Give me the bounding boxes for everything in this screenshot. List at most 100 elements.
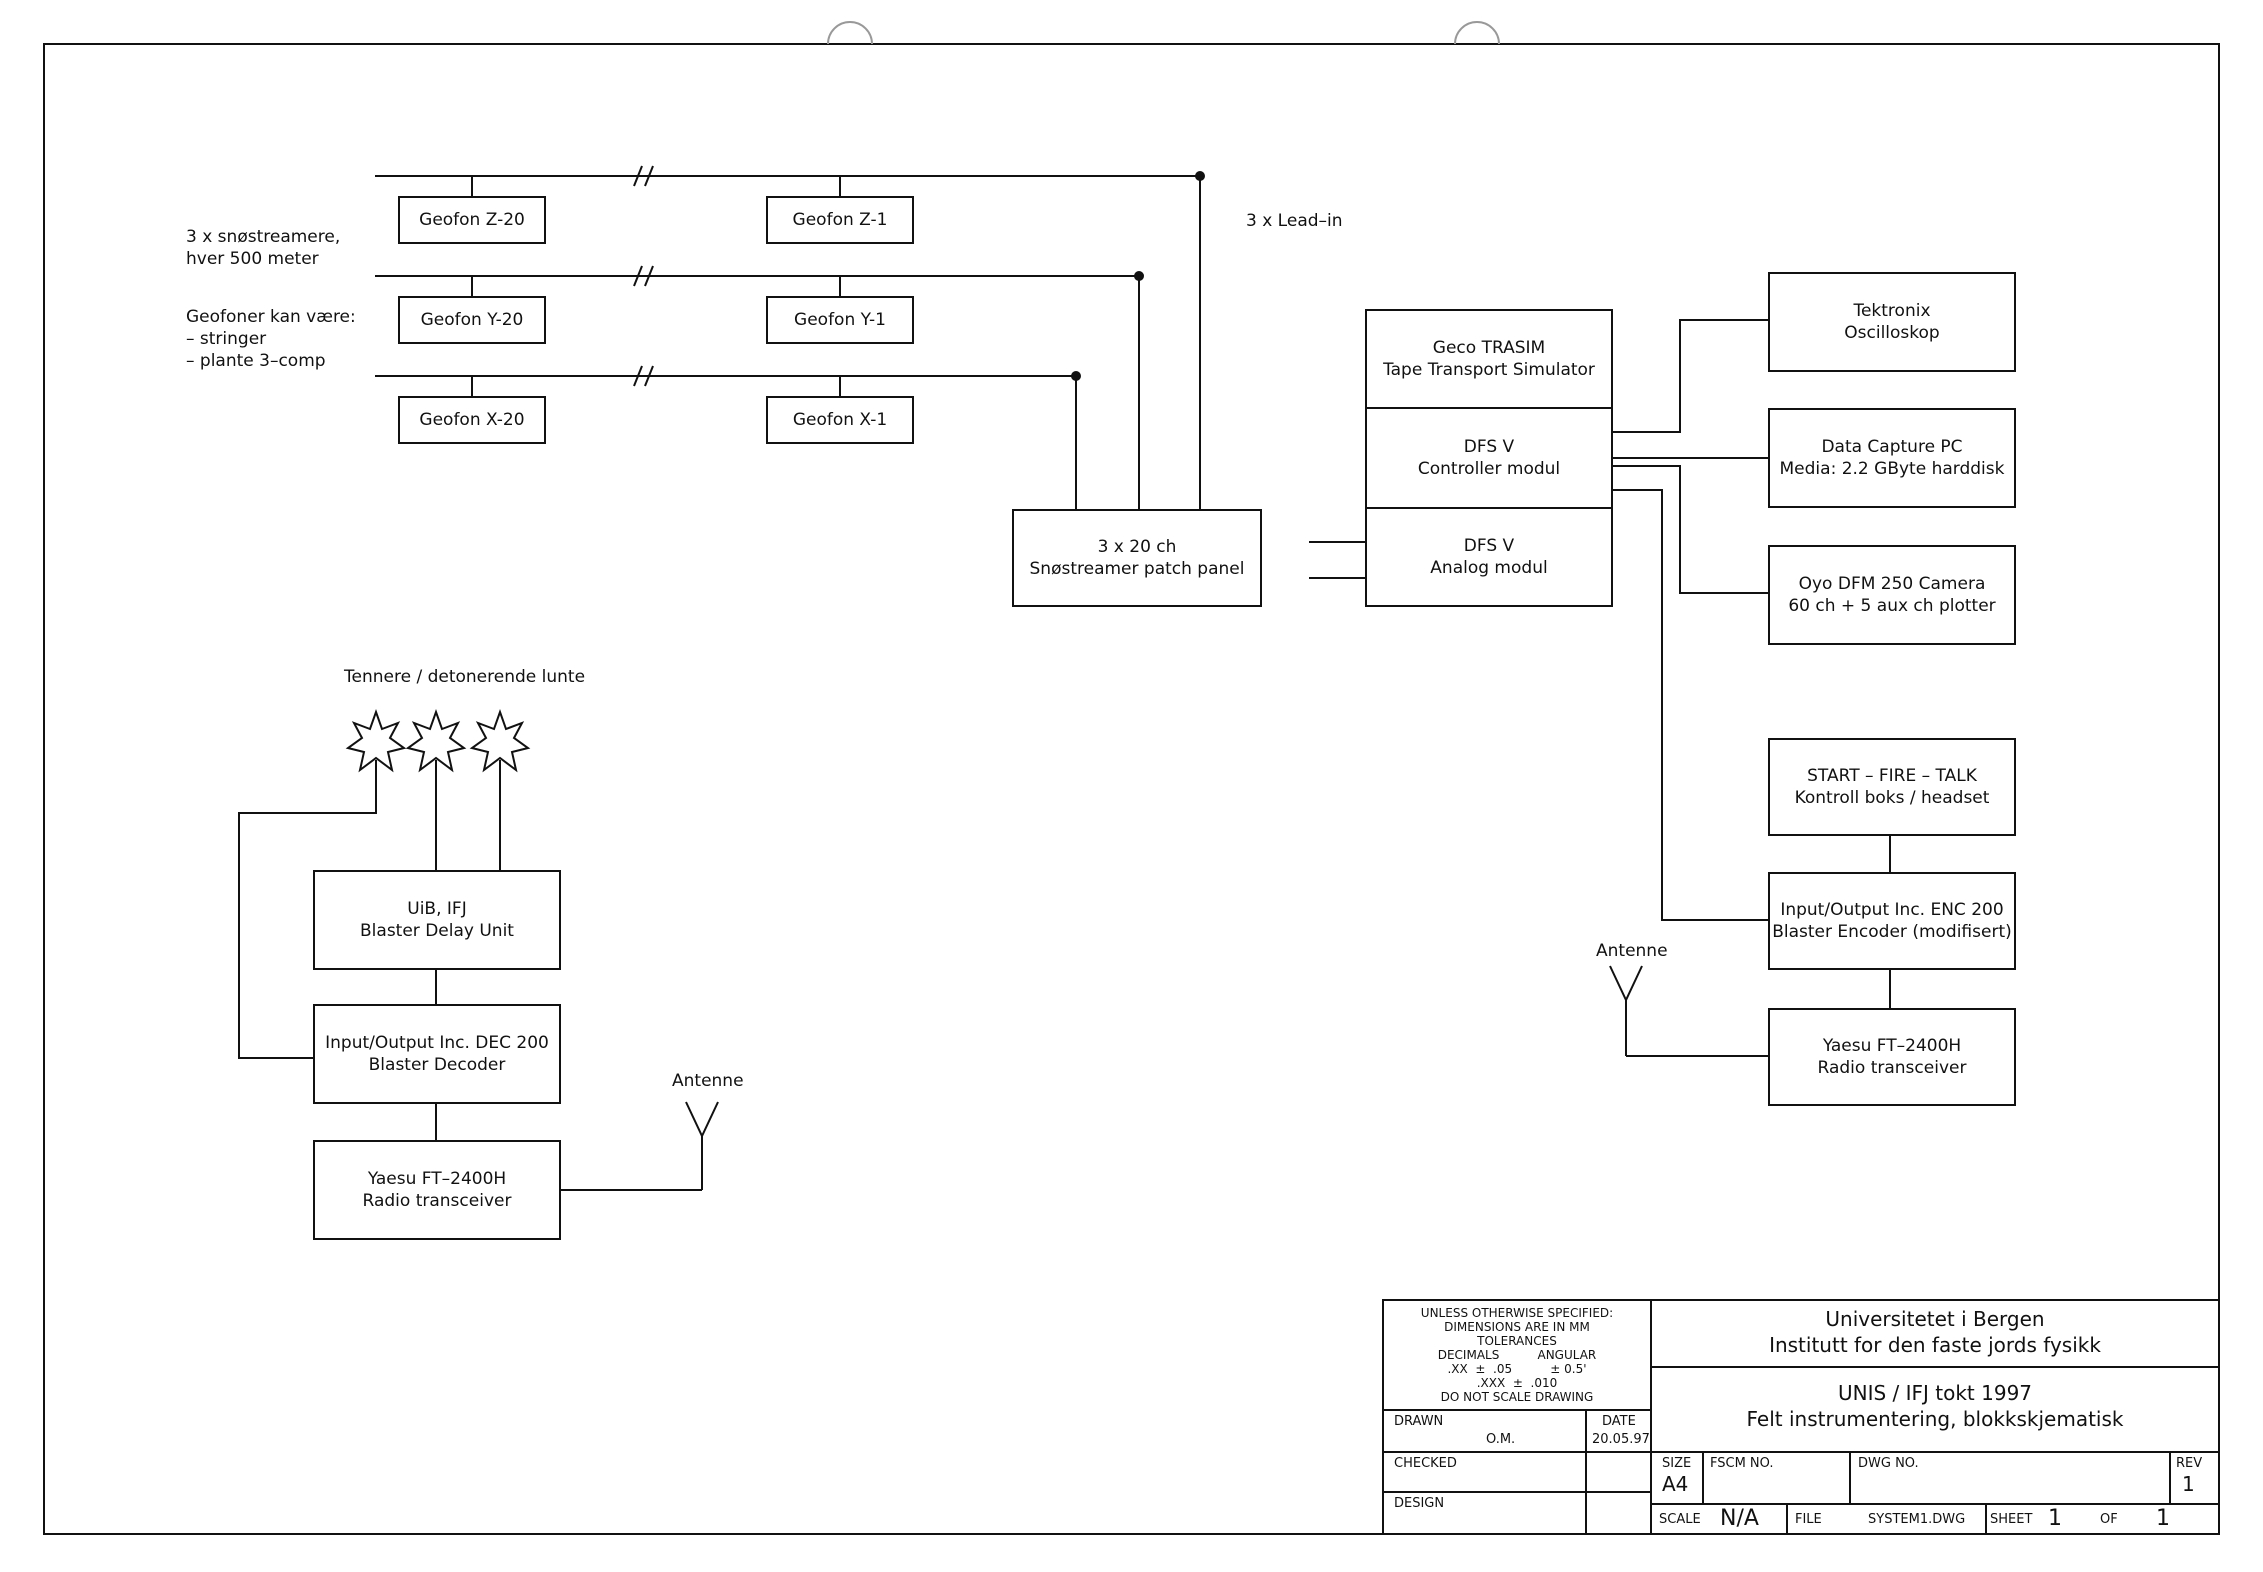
radio-left-box: Yaesu FT–2400H Radio transceiver: [313, 1140, 561, 1240]
startfire-line2: Kontroll boks / headset: [1794, 788, 1990, 808]
oyo-box: Oyo DFM 250 Camera 60 ch + 5 aux ch plot…: [1768, 545, 2016, 645]
dwg-label: DWG NO.: [1858, 1456, 1919, 1471]
delay-unit-box: UiB, IFJ Blaster Delay Unit: [313, 870, 561, 970]
controller-box: DFS V Controller modul: [1365, 407, 1613, 509]
tolerance-spec: UNLESS OTHERWISE SPECIFIED: DIMENSIONS A…: [1388, 1306, 1646, 1404]
controller-line2: Controller modul: [1417, 459, 1561, 479]
encoder-box: Input/Output Inc. ENC 200 Blaster Encode…: [1768, 872, 2016, 970]
decoder-box: Input/Output Inc. DEC 200 Blaster Decode…: [313, 1004, 561, 1104]
encoder-line1: Input/Output Inc. ENC 200: [1780, 900, 2004, 920]
detonator-star-2: [405, 708, 467, 773]
drawing-border: [43, 43, 2220, 1535]
detonators-note: Tennere / detonerende lunte: [344, 667, 586, 687]
antenna-right-label: Antenne: [1596, 941, 1668, 961]
rev-label: REV: [2176, 1456, 2203, 1471]
geofon-y20-label: Geofon Y-20: [420, 310, 524, 330]
radio-left-line2: Radio transceiver: [362, 1191, 512, 1211]
geofon-z1-label: Geofon Z-1: [792, 210, 888, 230]
oyo-line2: 60 ch + 5 aux ch plotter: [1788, 596, 1996, 616]
geofon-z20-label: Geofon Z-20: [419, 210, 525, 230]
datacapture-line2: Media: 2.2 GByte harddisk: [1779, 459, 2005, 479]
leadin-note: 3 x Lead–in: [1246, 211, 1343, 231]
spec-line-6: .XXX ± .010: [1476, 1376, 1558, 1390]
geofon-x1-box: Geofon X-1: [766, 396, 914, 444]
delay-unit-line1: UiB, IFJ: [407, 899, 467, 919]
drawing-title-line1: UNIS / IFJ tokt 1997: [1837, 1381, 2033, 1405]
antenna-left-label: Antenne: [672, 1071, 744, 1091]
detonator-star-1: [345, 708, 407, 773]
scale-label: SCALE: [1659, 1512, 1701, 1527]
geofon-y1-box: Geofon Y-1: [766, 296, 914, 344]
decoder-line1: Input/Output Inc. DEC 200: [325, 1033, 549, 1053]
geophone-types-line1: Geofoner kan være:: [186, 307, 356, 327]
of-value: 1: [2156, 1506, 2170, 1531]
patch-panel-box: 3 x 20 ch Snøstreamer patch panel: [1012, 509, 1262, 607]
spec-line-2: DIMENSIONS ARE IN MM: [1444, 1320, 1590, 1334]
size-label: SIZE: [1662, 1456, 1692, 1471]
streamers-note: 3 x snøstreamere, hver 500 meter: [186, 226, 340, 270]
analog-line2: Analog modul: [1430, 558, 1548, 578]
datacapture-box: Data Capture PC Media: 2.2 GByte harddis…: [1768, 408, 2016, 508]
decoder-line2: Blaster Decoder: [368, 1055, 506, 1075]
drawn-value: O.M.: [1486, 1432, 1516, 1447]
geofon-y20-box: Geofon Y-20: [398, 296, 546, 344]
spec-line-1: UNLESS OTHERWISE SPECIFIED:: [1420, 1306, 1614, 1320]
tektronix-line2: Oscilloskop: [1844, 323, 1940, 343]
startfire-line1: START – FIRE – TALK: [1807, 766, 1977, 786]
oyo-line1: Oyo DFM 250 Camera: [1798, 574, 1986, 594]
drawn-label: DRAWN: [1394, 1414, 1444, 1429]
encoder-line2: Blaster Encoder (modifisert): [1772, 922, 2012, 942]
date-label: DATE: [1602, 1414, 1636, 1429]
delay-unit-line2: Blaster Delay Unit: [360, 921, 514, 941]
analog-box: DFS V Analog modul: [1365, 507, 1613, 607]
date-value: 20.05.97: [1592, 1432, 1650, 1447]
organization-line1: Universitetet i Bergen: [1825, 1307, 2045, 1331]
radio-right-line2: Radio transceiver: [1817, 1058, 1967, 1078]
detonator-star-3: [469, 708, 531, 773]
rev-value: 1: [2182, 1472, 2195, 1496]
spec-line-7: DO NOT SCALE DRAWING: [1440, 1390, 1594, 1404]
file-value: SYSTEM1.DWG: [1868, 1512, 1966, 1527]
spec-line-4: DECIMALS ANGULAR: [1437, 1348, 1597, 1362]
analog-line1: DFS V: [1463, 536, 1515, 556]
punch-hole-right: [1454, 21, 1500, 45]
scale-value: N/A: [1720, 1506, 1759, 1531]
radio-left-line1: Yaesu FT–2400H: [367, 1169, 507, 1189]
file-label: FILE: [1795, 1512, 1822, 1527]
drawing-title: UNIS / IFJ tokt 1997 Felt instrumenterin…: [1651, 1380, 2219, 1432]
patch-panel-line1: 3 x 20 ch: [1097, 537, 1177, 557]
punch-hole-left: [827, 21, 873, 45]
drawing-title-line2: Felt instrumentering, blokkskjematisk: [1746, 1407, 2124, 1431]
geofon-z20-box: Geofon Z-20: [398, 196, 546, 244]
geophone-types-line2: – stringer: [186, 329, 267, 349]
geophone-types-note: Geofoner kan være: – stringer – plante 3…: [186, 306, 356, 372]
tektronix-box: Tektronix Oscilloskop: [1768, 272, 2016, 372]
geofon-x20-box: Geofon X-20: [398, 396, 546, 444]
checked-label: CHECKED: [1394, 1456, 1457, 1471]
datacapture-line1: Data Capture PC: [1821, 437, 1963, 457]
organization: Universitetet i Bergen Institutt for den…: [1651, 1306, 2219, 1358]
geofon-z1-box: Geofon Z-1: [766, 196, 914, 244]
fscm-label: FSCM NO.: [1710, 1456, 1774, 1471]
tektronix-line1: Tektronix: [1853, 301, 1931, 321]
of-label: OF: [2100, 1512, 2118, 1527]
trasim-line2: Tape Transport Simulator: [1383, 360, 1595, 380]
geophone-types-line3: – plante 3–comp: [186, 351, 326, 371]
trasim-line1: Geco TRASIM: [1432, 338, 1546, 358]
sheet-label: SHEET: [1990, 1512, 2033, 1527]
radio-right-box: Yaesu FT–2400H Radio transceiver: [1768, 1008, 2016, 1106]
organization-line2: Institutt for den faste jords fysikk: [1769, 1333, 2101, 1357]
trasim-box: Geco TRASIM Tape Transport Simulator: [1365, 309, 1613, 409]
spec-line-5: .XX ± .05 ± 0.5': [1447, 1362, 1587, 1376]
geofon-x1-label: Geofon X-1: [792, 410, 888, 430]
size-value: A4: [1662, 1472, 1689, 1496]
design-label: DESIGN: [1394, 1496, 1445, 1511]
geofon-y1-label: Geofon Y-1: [794, 310, 886, 330]
patch-panel-line2: Snøstreamer patch panel: [1029, 559, 1245, 579]
radio-right-line1: Yaesu FT–2400H: [1822, 1036, 1962, 1056]
streamers-note-line2: hver 500 meter: [186, 249, 319, 269]
spec-line-3: TOLERANCES: [1477, 1334, 1557, 1348]
sheet-value: 1: [2048, 1506, 2062, 1531]
